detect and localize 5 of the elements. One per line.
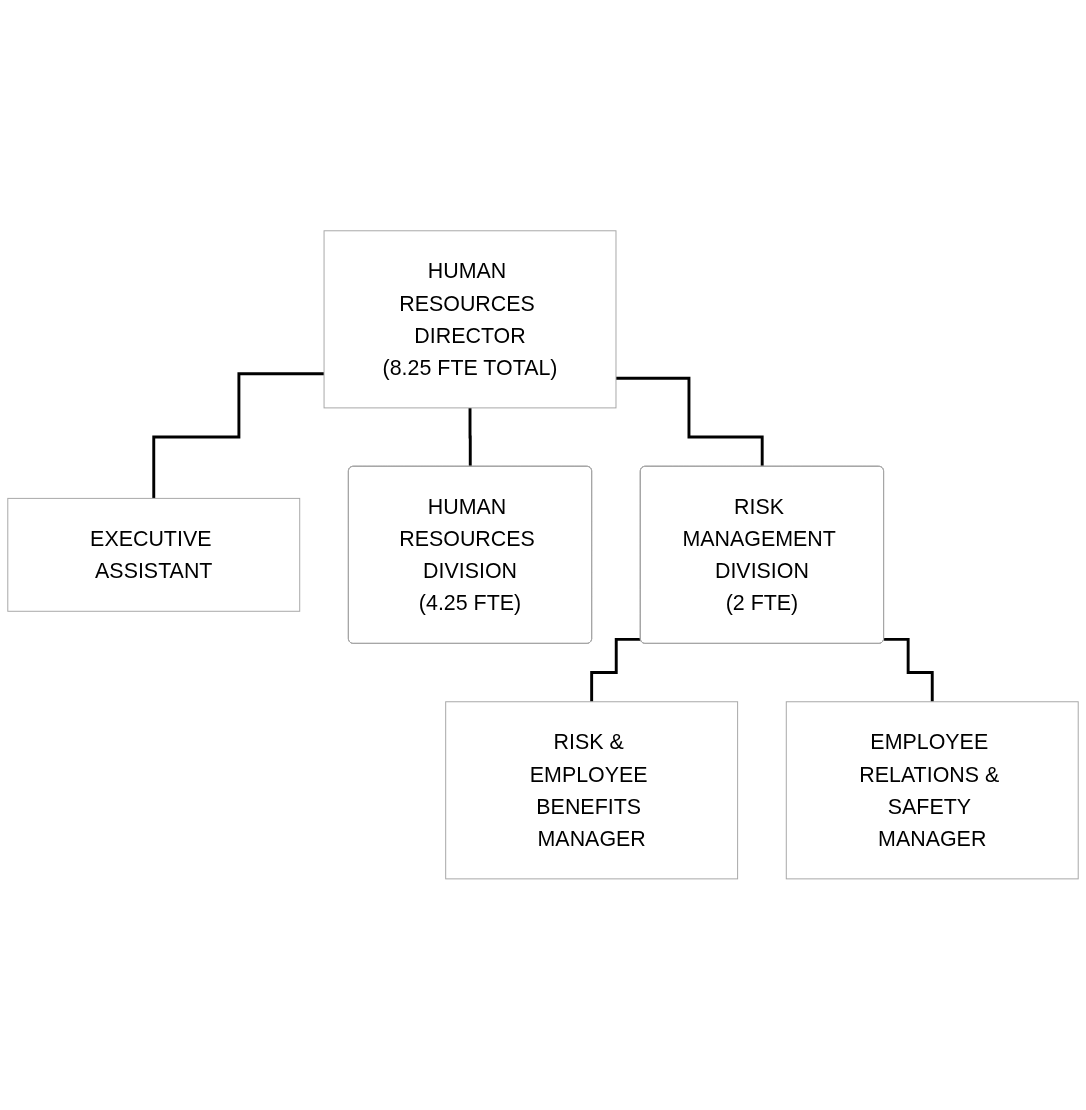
node-box: EXECUTIVE ASSISTANT — [7, 498, 301, 612]
node-box: EMPLOYEE RELATIONS & SAFETY MANAGER — [785, 701, 1079, 880]
node-box: HUMAN RESOURCES DIRECTOR (8.25 FTE TOTAL) — [323, 230, 617, 409]
node-box: RISK & EMPLOYEE BENEFITS MANAGER — [445, 701, 739, 880]
connector — [152, 372, 325, 500]
